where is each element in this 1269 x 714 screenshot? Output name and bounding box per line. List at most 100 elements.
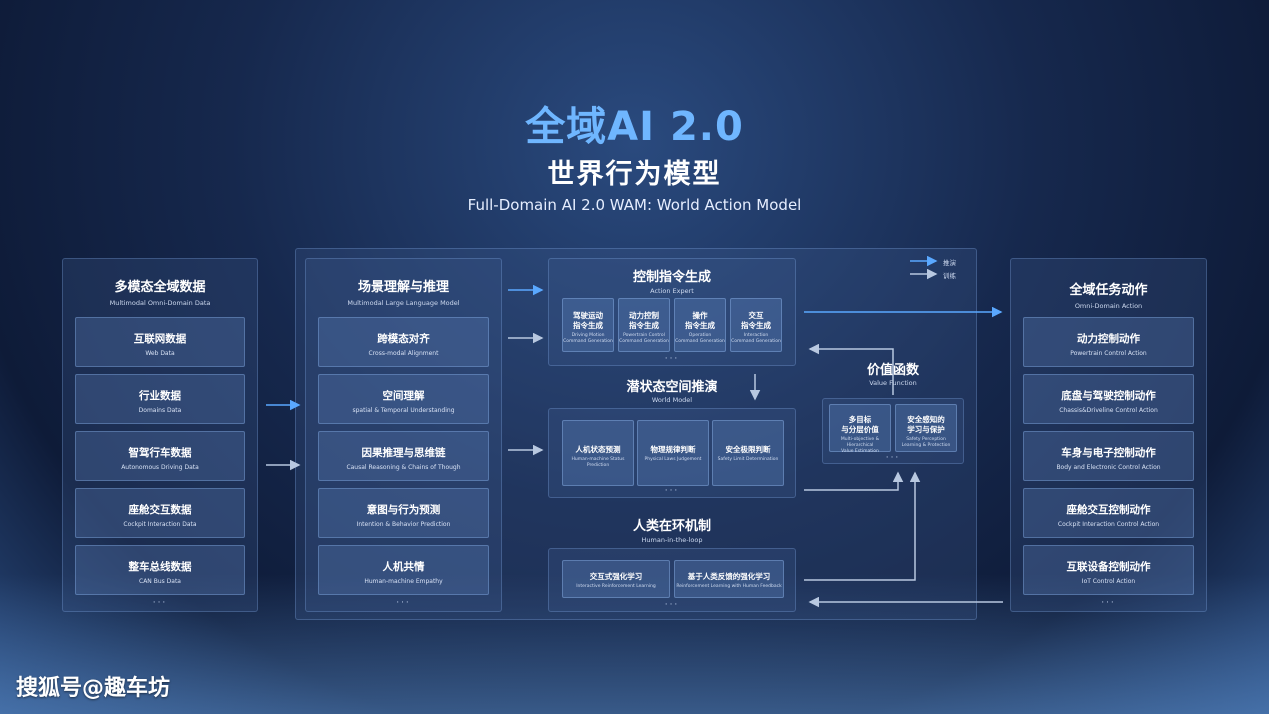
panel-subtitle: Multimodal Large Language Model [347, 299, 460, 307]
data-item-web: 互联网数据 Web Data [75, 317, 245, 367]
vf-multi-objective: 多目标 与分层价值 Multi-objective & Hierarchical… [829, 404, 891, 454]
mini-label-en: Physical Laws Judgement [644, 457, 702, 462]
arrow-value-to-action [808, 343, 894, 395]
wam-container [295, 248, 977, 620]
mini-label-en: Reinforcement Learning with Human Feedba… [676, 584, 782, 589]
omni-action-panel: 全域任务动作 Omni-Domain Action [1010, 258, 1207, 612]
mini-label-en: Operation Command Generation [675, 333, 725, 344]
vf-safety-perception: 安全感知的 学习与保护 Safety Perception Learning &… [895, 404, 957, 452]
more-dots: ··· [1101, 598, 1116, 608]
mini-label-en: Powertrain Control Command Generation [619, 333, 669, 344]
mini-label: 交互式强化学习 [589, 572, 643, 581]
data-item-domains: 行业数据 Domains Data [75, 374, 245, 424]
action-item-powertrain: 动力控制动作 Powertrain Control Action [1023, 317, 1194, 367]
item-label-en: Cockpit Interaction Control Action [1057, 521, 1160, 528]
legend-train-label: 训练 [943, 272, 956, 280]
wm-physical-laws: 物理规律判断 Physical Laws Judgement [637, 420, 709, 486]
item-label-en: Cockpit Interaction Data [123, 521, 197, 528]
cmd-operation: 操作 指令生成 Operation Command Generation [674, 298, 726, 352]
mini-label-en: Human-machine Status Prediction [571, 457, 625, 468]
mini-label: 动力控制 指令生成 [629, 311, 659, 330]
hitl-subtitle: Human-in-the-loop [641, 536, 703, 544]
item-label: 行业数据 [139, 390, 181, 402]
item-label-en: Human-machine Empathy [364, 578, 443, 585]
item-label: 意图与行为预测 [366, 504, 441, 516]
item-label: 因果推理与思维链 [361, 447, 446, 459]
item-label-en: spatial & Temporal Understanding [352, 407, 455, 414]
mini-label: 操作 指令生成 [685, 311, 715, 330]
wm-safety-limit: 安全极限判断 Safety Limit Determination [712, 420, 784, 486]
action-item-iot: 互联设备控制动作 IoT Control Action [1023, 545, 1194, 595]
page-title: 全域AI 2.0 [525, 104, 744, 150]
cmd-interaction: 交互 指令生成 Interaction Command Generation [730, 298, 782, 352]
item-label-en: Causal Reasoning & Chains of Though [346, 464, 461, 471]
item-label-en: CAN Bus Data [139, 578, 181, 585]
item-label: 座舱交互控制动作 [1066, 504, 1151, 516]
item-label-en: Cross-modal Alignment [368, 350, 439, 357]
item-label-en: Autonomous Driving Data [121, 464, 199, 471]
item-label: 智驾行车数据 [128, 447, 192, 459]
action-item-cockpit: 座舱交互控制动作 Cockpit Interaction Control Act… [1023, 488, 1194, 538]
panel-title: 多模态全域数据 [114, 280, 206, 295]
watermark: 搜狐号@趣车坊 [16, 676, 171, 701]
item-label-en: IoT Control Action [1081, 578, 1136, 585]
world-model-subtitle: World Model [651, 396, 693, 404]
item-label: 空间理解 [382, 390, 425, 402]
panel-subtitle: Multimodal Omni-Domain Data [109, 299, 211, 307]
hitl-panel [548, 548, 796, 612]
item-label: 座舱交互数据 [128, 504, 192, 516]
item-label: 底盘与驾驶控制动作 [1061, 390, 1156, 402]
item-label: 互联设备控制动作 [1066, 561, 1151, 573]
action-expert-subtitle: Action Expert [650, 287, 694, 295]
llm-panel: 场景理解与推理 Multimodal Large Language Model [305, 258, 502, 612]
world-model-panel [548, 408, 796, 498]
item-label: 人机共情 [382, 561, 425, 573]
mini-label-en: Safety Perception Learning & Protection [901, 437, 951, 448]
more-dots: ··· [885, 453, 901, 463]
mini-label-en: Multi-objective & Hierarchical Value Est… [840, 437, 880, 454]
llm-item-intention: 意图与行为预测 Intention & Behavior Prediction [318, 488, 489, 538]
mini-label: 交互 指令生成 [741, 311, 771, 330]
mini-label: 物理规律判断 [650, 445, 696, 454]
page-subtitle: 世界行为模型 [547, 159, 722, 190]
item-label-en: Web Data [145, 350, 175, 357]
panel-subtitle: Omni-Domain Action [1074, 302, 1143, 310]
panel-title: 场景理解与推理 [357, 280, 449, 295]
llm-item-empathy: 人机共情 Human-machine Empathy [318, 545, 489, 595]
item-label-en: Domains Data [138, 407, 182, 414]
arrow-hitl-to-value [804, 471, 921, 581]
llm-item-spatial: 空间理解 spatial & Temporal Understanding [318, 374, 489, 424]
mini-label: 人机状态预测 [575, 445, 621, 454]
data-item-driving: 智驾行车数据 Autonomous Driving Data [75, 431, 245, 481]
item-label-en: Powertrain Control Action [1070, 350, 1147, 357]
hitl-title: 人类在环机制 [632, 519, 711, 534]
more-dots: ··· [664, 354, 680, 364]
action-item-chassis: 底盘与驾驶控制动作 Chassis&Driveline Control Acti… [1023, 374, 1194, 424]
mini-label-en: Driving Motion Command Generation [563, 333, 613, 344]
item-label: 动力控制动作 [1077, 333, 1140, 345]
arrow-world-to-value [804, 471, 904, 491]
more-dots: ··· [664, 486, 680, 496]
page-subtitle-en: Full-Domain AI 2.0 WAM: World Action Mod… [467, 196, 802, 214]
legend-infer-label: 推演 [943, 259, 956, 267]
data-item-canbus: 整车总线数据 CAN Bus Data [75, 545, 245, 595]
item-label-en: Intention & Behavior Prediction [356, 521, 451, 528]
item-label-en: Chassis&Driveline Control Action [1059, 407, 1158, 414]
mini-label: 多目标 与分层价值 [841, 415, 879, 434]
mini-label-en: Interaction Command Generation [731, 333, 781, 344]
cmd-powertrain: 动力控制 指令生成 Powertrain Control Command Gen… [618, 298, 670, 352]
hitl-rlhf: 基于人类反馈的强化学习 Reinforcement Learning with … [674, 560, 784, 598]
cmd-driving-motion: 驾驶运动 指令生成 Driving Motion Command Generat… [562, 298, 614, 352]
mini-label: 安全极限判断 [725, 445, 771, 454]
mini-label-en: Interactive Reinforcement Learning [576, 584, 656, 589]
more-dots: ··· [396, 598, 411, 608]
item-label: 整车总线数据 [128, 561, 192, 573]
wm-human-machine: 人机状态预测 Human-machine Status Prediction [562, 420, 634, 486]
action-expert-panel [548, 258, 796, 366]
item-label: 车身与电子控制动作 [1061, 447, 1156, 459]
mini-label: 驾驶运动 指令生成 [573, 311, 603, 330]
item-label: 跨模态对齐 [377, 333, 430, 345]
hitl-interactive-rl: 交互式强化学习 Interactive Reinforcement Learni… [562, 560, 670, 598]
more-dots: ··· [664, 600, 680, 610]
llm-item-causal: 因果推理与思维链 Causal Reasoning & Chains of Th… [318, 431, 489, 481]
